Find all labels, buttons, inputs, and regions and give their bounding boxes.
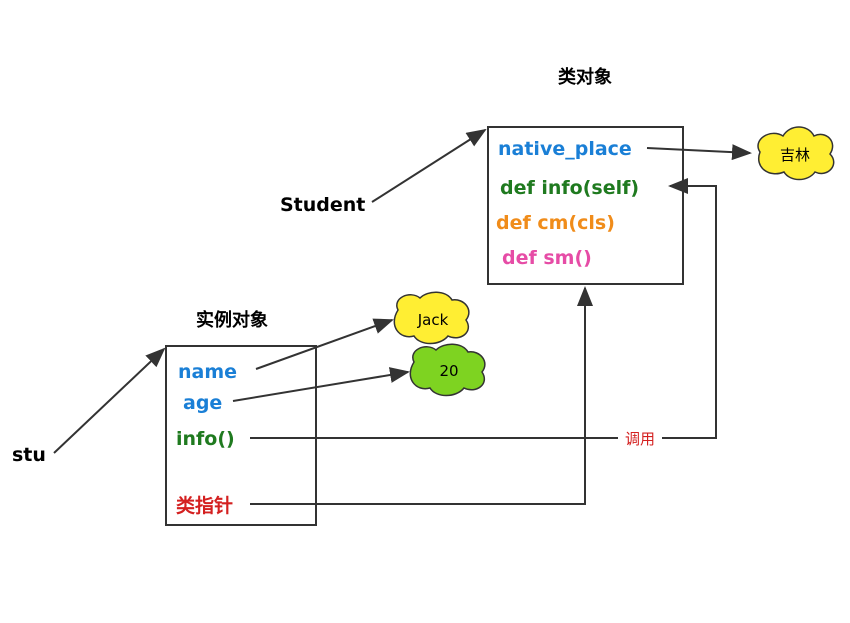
class-variable-label: Student xyxy=(280,194,365,216)
member-age: age xyxy=(183,392,222,414)
age-value-cloud xyxy=(409,343,486,397)
member-def-cm: def cm(cls) xyxy=(496,212,615,234)
stu-to-instance-arrow xyxy=(53,347,166,454)
member-name: name xyxy=(178,361,237,383)
student-to-class-arrow xyxy=(371,128,487,203)
native-place-arrow xyxy=(646,144,752,161)
instance-variable-label: stu xyxy=(12,444,46,466)
native-place-value: 吉林 xyxy=(780,146,810,164)
age-arrow xyxy=(232,367,410,402)
member-def-sm: def sm() xyxy=(502,247,592,269)
instance-object-title: 实例对象 xyxy=(196,309,268,331)
age-value: 20 xyxy=(439,362,458,380)
member-class-pointer: 类指针 xyxy=(176,494,233,517)
call-label-background xyxy=(618,428,662,448)
class-object-box xyxy=(487,126,684,285)
class-object-title: 类对象 xyxy=(558,66,612,88)
class-pointer-arrow xyxy=(250,286,593,505)
member-info-call: info() xyxy=(176,428,235,450)
info-call-arrow xyxy=(250,178,717,439)
native-place-value-cloud xyxy=(757,126,835,181)
name-value: Jack xyxy=(417,311,449,329)
name-value-cloud xyxy=(393,291,470,345)
instance-object-box xyxy=(165,345,317,526)
name-arrow xyxy=(255,318,394,370)
call-label: 调用 xyxy=(625,430,655,448)
member-def-info: def info(self) xyxy=(500,177,639,199)
member-native-place: native_place xyxy=(498,138,632,160)
